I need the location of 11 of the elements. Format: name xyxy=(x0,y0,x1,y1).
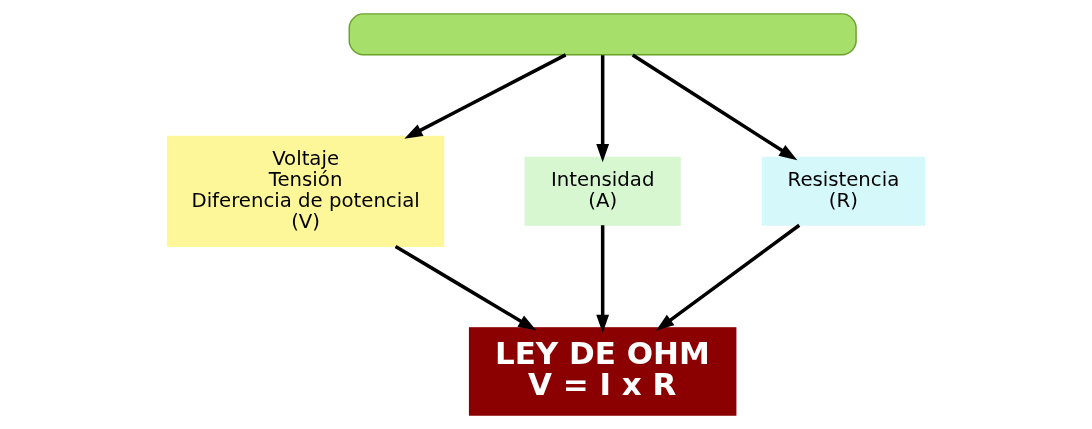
arrow xyxy=(596,55,610,163)
node-box: Intensidad (A) xyxy=(524,156,681,226)
arrow xyxy=(631,53,798,161)
arrow xyxy=(596,225,610,333)
node-box xyxy=(348,13,857,56)
arrow xyxy=(655,223,801,331)
arrow xyxy=(404,53,567,139)
node-box: Voltaje Tensión Diferencia de potencial (V) xyxy=(166,135,445,247)
node-box: Resistencia (R) xyxy=(761,156,926,226)
node-box: LEY DE OHM V = I x R xyxy=(468,327,737,416)
arrow xyxy=(394,244,537,331)
